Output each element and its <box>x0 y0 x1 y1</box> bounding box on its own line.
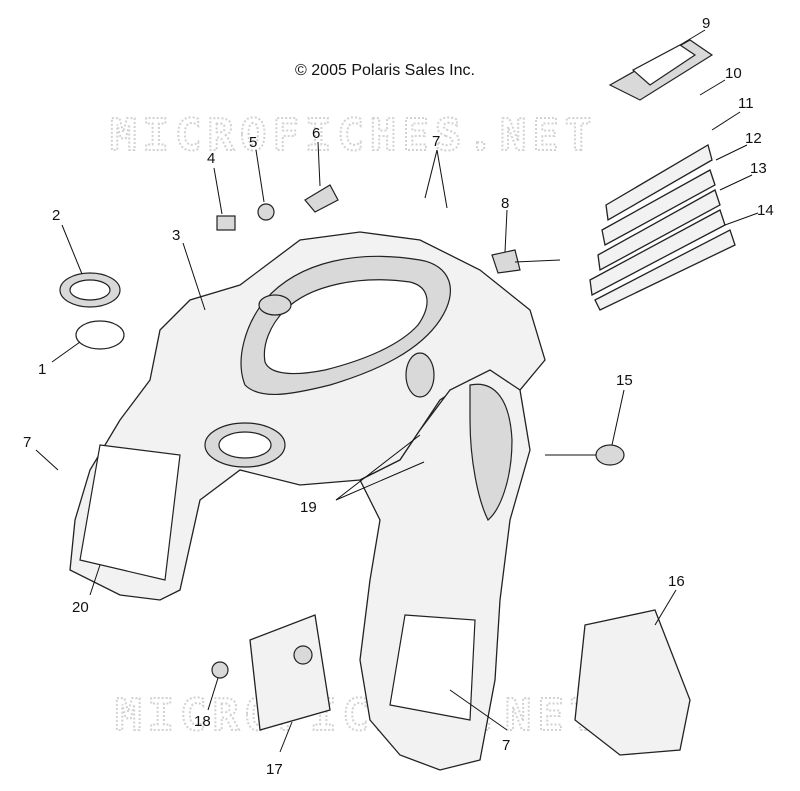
watermark-bottom: MICROFICHES.NET <box>115 690 602 741</box>
housing-part <box>574 609 691 756</box>
callout-20: 20 <box>72 599 89 616</box>
lens-stack <box>589 39 736 311</box>
switch-part <box>216 215 236 231</box>
fastener-part <box>211 661 229 679</box>
callout-5: 5 <box>249 134 257 151</box>
callout-9: 9 <box>702 15 710 32</box>
nut-part <box>257 203 275 221</box>
callout-4: 4 <box>207 150 215 167</box>
leader-lines <box>35 29 759 753</box>
watermark-top: MICROFICHES.NET <box>110 110 597 161</box>
callout-7-bottom: 7 <box>502 737 510 754</box>
callout-17: 17 <box>266 761 283 778</box>
callout-6: 6 <box>312 125 320 142</box>
callout-12: 12 <box>745 130 762 147</box>
callout-15: 15 <box>616 372 633 389</box>
callout-7-top: 7 <box>432 133 440 150</box>
callout-2: 2 <box>52 207 60 224</box>
callout-16: 16 <box>668 573 685 590</box>
callout-7-left: 7 <box>23 434 31 451</box>
callout-8: 8 <box>501 195 509 212</box>
o-ring-part <box>75 320 125 350</box>
copyright-text: © 2005 Polaris Sales Inc. <box>295 62 475 79</box>
callout-3: 3 <box>172 227 180 244</box>
callout-18: 18 <box>194 713 211 730</box>
callout-19: 19 <box>300 499 317 516</box>
callout-10: 10 <box>725 65 742 82</box>
panel-part <box>249 614 331 731</box>
callout-11: 11 <box>738 95 754 112</box>
callout-14: 14 <box>757 202 774 219</box>
hood-assembly <box>69 231 546 771</box>
light-socket-part <box>491 249 521 274</box>
bezel-ring-part <box>595 444 625 466</box>
callouts: 1 2 3 4 5 6 7 7 7 8 9 10 11 12 13 14 15 … <box>23 15 774 778</box>
callout-1: 1 <box>38 361 46 378</box>
knob-part <box>304 184 339 213</box>
callout-13: 13 <box>750 160 767 177</box>
